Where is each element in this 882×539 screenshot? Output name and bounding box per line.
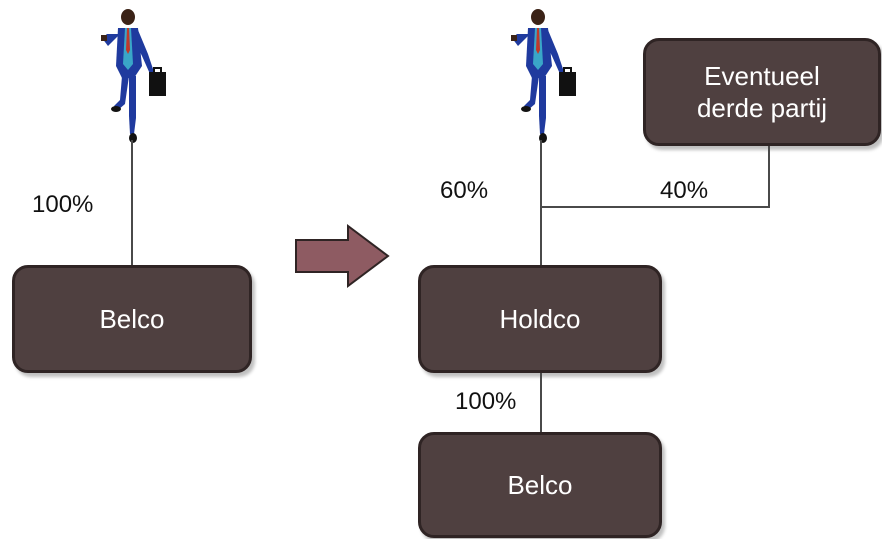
company-box-holdco: Holdco (418, 265, 662, 373)
third-party-label-line-2: derde partij (696, 93, 828, 123)
company-box-belco-right: Belco (418, 432, 662, 538)
percent-label-third-party: 40% (660, 177, 709, 204)
company-label: Holdco (499, 304, 581, 334)
third-party-label-line-1: Eventueel (704, 61, 820, 91)
company-label: Belco (99, 304, 165, 334)
ownership-line-left (131, 140, 133, 266)
company-label: Belco (507, 470, 573, 500)
ownership-line-owner (540, 140, 542, 266)
percent-label-sub: 100% (455, 388, 517, 415)
percent-label-left: 100% (32, 191, 94, 218)
ownership-line-holdco-belco (540, 373, 542, 433)
company-box-third-party: Eventueel derde partij (643, 38, 881, 146)
businessman-icon (511, 9, 576, 143)
arrow-right-icon (295, 224, 390, 288)
ownership-line-third-party (768, 146, 770, 208)
company-box-belco-left: Belco (12, 265, 252, 373)
businessman-icon (101, 9, 166, 143)
ownership-line-horizontal (540, 206, 770, 208)
percent-label-owner: 60% (440, 177, 489, 204)
